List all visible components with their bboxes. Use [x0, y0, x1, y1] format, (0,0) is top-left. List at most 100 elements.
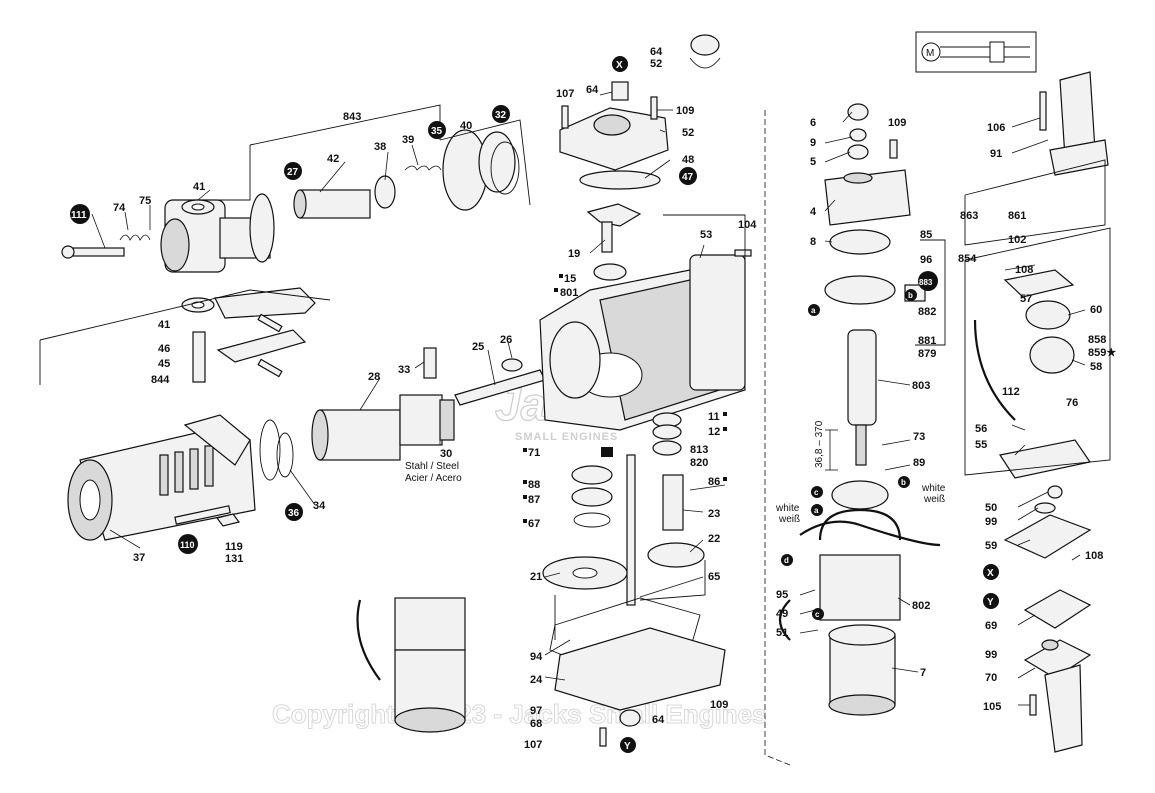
label-49: 49: [776, 608, 788, 620]
field-wires: [778, 520, 941, 641]
label-881: 881: [918, 335, 936, 347]
marker-c-bottom: c: [812, 608, 824, 620]
notes: Stahl / Steel Acier / Acero white weiß w…: [405, 420, 946, 525]
square-markers: [523, 274, 727, 523]
marker-X-top: X: [612, 56, 628, 72]
label-73: 73: [913, 431, 925, 443]
label-75: 75: [139, 195, 151, 207]
label-74: 74: [113, 202, 126, 214]
bearings-stack-11-12: [652, 412, 682, 456]
label-858: 858: [1088, 334, 1106, 346]
label-854: 854: [958, 253, 977, 265]
label-85: 85: [920, 229, 932, 241]
label-37: 37: [133, 552, 145, 564]
label-50: 50: [985, 502, 997, 514]
badge-111: 111: [70, 204, 90, 224]
label-58: 58: [1090, 361, 1102, 373]
label-102: 102: [1008, 234, 1026, 246]
marker-Y-bottom: Y: [620, 737, 636, 753]
marker-b-mid: b: [898, 476, 910, 488]
label-64: 64: [586, 84, 599, 96]
svg-text:110: 110: [180, 540, 195, 550]
label-108-switch: 108: [1015, 264, 1033, 276]
wire-note-left-2: weiß: [778, 514, 800, 525]
retaining-pin-part: [61, 245, 125, 259]
screw-105: [1029, 694, 1037, 716]
marker-b-top: b: [905, 289, 917, 301]
label-56: 56: [975, 423, 987, 435]
wire-note-right-2: weiß: [923, 494, 945, 505]
label-76: 76: [1066, 397, 1078, 409]
svg-text:b: b: [901, 478, 906, 487]
label-65: 65: [708, 571, 720, 583]
label-879: 879: [918, 348, 936, 360]
svg-text:Y: Y: [624, 741, 631, 752]
part-number-labels: 843 32 35 40 39 38 42 27 41 74 75 111 41…: [113, 46, 1116, 751]
label-15: 15: [564, 273, 576, 285]
badge-27: 27: [284, 162, 302, 180]
label-99-bottom: 99: [985, 649, 997, 661]
cable-56: [973, 319, 1016, 421]
bearing-holder-c: [831, 480, 889, 510]
label-7: 7: [920, 667, 926, 679]
switch-58: [1029, 336, 1075, 374]
label-104: 104: [738, 219, 757, 231]
sealing-ring-48: [579, 170, 661, 190]
label-106: 106: [987, 122, 1005, 134]
armature-803: [847, 329, 877, 466]
label-70: 70: [985, 672, 997, 684]
label-33: 33: [398, 364, 410, 376]
label-40: 40: [460, 120, 472, 132]
svg-text:883: 883: [919, 278, 933, 287]
gear-22: [647, 542, 705, 568]
label-88: 88: [528, 479, 540, 491]
bearing-15: [593, 263, 627, 281]
motor-housing-7: [828, 624, 896, 716]
label-22: 22: [708, 533, 720, 545]
fan-8: [829, 229, 891, 255]
label-9: 9: [810, 137, 816, 149]
label-95: 95: [776, 589, 788, 601]
watermark-logo-sub: SMALL ENGINES: [515, 431, 618, 443]
label-813: 813: [690, 444, 708, 456]
label-96: 96: [920, 254, 932, 266]
washer-41-top: [181, 199, 215, 215]
part-drawings: [61, 34, 1109, 753]
label-105: 105: [983, 701, 1001, 713]
label-55: 55: [975, 439, 987, 451]
label-28: 28: [368, 371, 380, 383]
guide-tube-part: [293, 189, 371, 219]
screws-top: [561, 96, 752, 257]
striker-piston-part: [311, 394, 455, 461]
svg-text:c: c: [815, 610, 820, 619]
label-109-motor: 109: [888, 117, 906, 129]
material-note-line2: Acier / Acero: [405, 473, 462, 484]
label-42: 42: [327, 153, 339, 165]
switch-60: [1025, 300, 1071, 330]
svg-text:M: M: [926, 48, 934, 59]
badge-883: 883: [918, 271, 938, 291]
black-badges: 111 27 35 32 47 883 36 110: [70, 105, 938, 554]
shaft-pinion: [626, 454, 684, 606]
bushing-64-bottom: [619, 709, 641, 727]
svg-text:35: 35: [431, 126, 443, 137]
label-112: 112: [1002, 386, 1020, 398]
letter-markers: X X Y Y a b b c a d c: [612, 56, 999, 753]
screw-107-bottom: [599, 727, 607, 747]
switch-57: [1003, 269, 1075, 298]
badge-36: 36: [285, 503, 303, 521]
label-34: 34: [313, 500, 326, 512]
cover-plate-52: [559, 107, 669, 171]
label-26: 26: [500, 334, 512, 346]
label-801: 801: [560, 287, 578, 299]
collar-parts: [374, 129, 520, 211]
label-107-bottom: 107: [524, 739, 542, 751]
label-11: 11: [708, 411, 720, 423]
badge-47: 47: [679, 167, 697, 185]
assembled-motor-view: [356, 597, 466, 733]
label-71: 71: [528, 447, 540, 459]
handle-863: [1039, 71, 1109, 176]
label-21: 21: [530, 571, 542, 583]
label-802: 802: [912, 600, 930, 612]
